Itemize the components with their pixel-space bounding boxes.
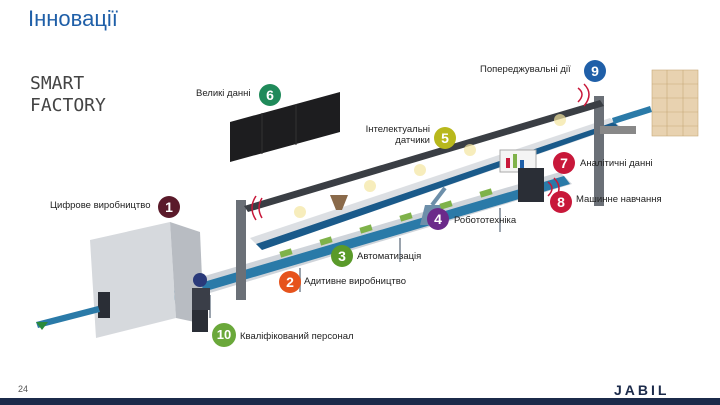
label-3: Автоматизація bbox=[357, 251, 422, 262]
smart-factory-heading: SMART FACTORY bbox=[30, 73, 170, 117]
gantry-post-left bbox=[236, 200, 246, 300]
badge-4: 4 bbox=[427, 208, 449, 230]
stacked-boxes bbox=[651, 69, 699, 137]
worker-body bbox=[192, 288, 210, 310]
badge-2: 2 bbox=[279, 271, 301, 293]
label-7: Аналітичні данні bbox=[580, 158, 653, 169]
page-number: 24 bbox=[18, 384, 29, 394]
gantry-post-right bbox=[594, 96, 604, 206]
label-10: Кваліфікований персонал bbox=[240, 331, 354, 342]
output-conveyor bbox=[36, 306, 100, 328]
hopper bbox=[330, 195, 348, 210]
smart-factory-line-1: SMART bbox=[30, 73, 85, 94]
footer-bar bbox=[0, 398, 720, 405]
badge-3: 3 bbox=[331, 245, 353, 267]
badge-8: 8 bbox=[550, 191, 572, 213]
label-6: Великі данні bbox=[196, 88, 251, 99]
label-8: Машинне навчання bbox=[576, 194, 662, 205]
smart-factory-line-2: FACTORY bbox=[30, 95, 106, 116]
jabil-logo: JABIL bbox=[614, 382, 669, 398]
badge-10: 10 bbox=[212, 323, 236, 347]
digital-manufacturing-unit bbox=[90, 222, 176, 338]
badge-6: 6 bbox=[259, 84, 281, 106]
label-5: Інтелектуальні датчики bbox=[365, 124, 430, 146]
label-2: Адитивне виробництво bbox=[304, 276, 406, 287]
conveyor-belt-main bbox=[156, 176, 570, 304]
label-1: Цифрове виробництво bbox=[50, 200, 151, 211]
operator-back bbox=[518, 168, 544, 202]
badge-9: 9 bbox=[584, 60, 606, 82]
logo-text: JABIL bbox=[614, 382, 669, 398]
label-9: Попереджувальні дії bbox=[480, 64, 571, 75]
badge-5: 5 bbox=[434, 127, 456, 149]
gantry-rail bbox=[244, 100, 604, 212]
page-title: Інновації bbox=[28, 6, 118, 31]
label-4: Робототехніка bbox=[454, 215, 517, 226]
badge-1: 1 bbox=[158, 196, 180, 218]
worker-head bbox=[193, 273, 207, 287]
big-data-screen bbox=[230, 92, 340, 162]
badge-7: 7 bbox=[553, 152, 575, 174]
